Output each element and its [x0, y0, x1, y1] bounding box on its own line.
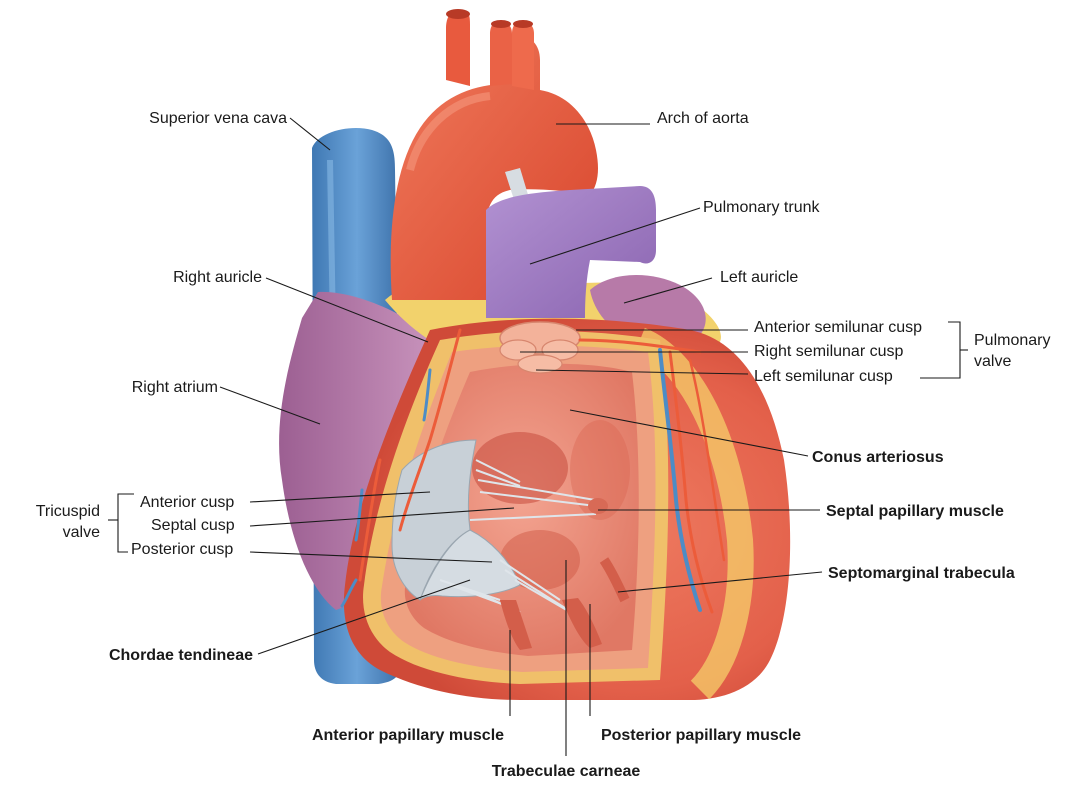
- coronary-vessels: [340, 328, 726, 614]
- pulmonary-valve-cusps: [499, 321, 581, 374]
- label-anterior-papillary-muscle: Anterior papillary muscle: [312, 727, 504, 744]
- arch-of-aorta: [390, 9, 598, 300]
- right-atrium: [279, 291, 430, 610]
- label-right-atrium: Right atrium: [132, 379, 218, 396]
- label-arch-of-aorta: Arch of aorta: [657, 110, 749, 127]
- label-left-semilunar-cusp: Left semilunar cusp: [754, 368, 893, 385]
- label-pulmonary-valve-line2: valve: [974, 353, 1011, 370]
- label-posterior-papillary-muscle: Posterior papillary muscle: [601, 727, 801, 744]
- pulmonary-valve-bracket: [920, 321, 968, 379]
- label-superior-vena-cava: Superior vena cava: [149, 110, 287, 127]
- label-trabeculae-carneae: Trabeculae carneae: [492, 763, 641, 780]
- chordae-tendineae-strands: [439, 459, 597, 613]
- label-right-semilunar-cusp: Right semilunar cusp: [754, 343, 904, 360]
- label-right-auricle: Right auricle: [173, 269, 262, 286]
- label-septomarginal-trabecula: Septomarginal trabecula: [828, 565, 1015, 582]
- leader-lines: [219, 117, 823, 756]
- label-chordae-tendineae: Chordae tendineae: [109, 647, 253, 664]
- label-tricuspid-valve-line2: valve: [63, 524, 100, 541]
- label-anterior-cusp: Anterior cusp: [140, 494, 234, 511]
- label-left-auricle: Left auricle: [720, 269, 798, 286]
- pulmonary-trunk: [486, 186, 656, 318]
- label-anterior-semilunar-cusp: Anterior semilunar cusp: [754, 319, 922, 336]
- label-pulmonary-trunk: Pulmonary trunk: [703, 199, 820, 216]
- label-septal-papillary-muscle: Septal papillary muscle: [826, 503, 1004, 520]
- labels: Superior vena cava Arch of aorta Pulmona…: [36, 110, 1051, 780]
- label-pulmonary-valve-line1: Pulmonary: [974, 332, 1050, 349]
- label-tricuspid-valve-line1: Tricuspid: [36, 503, 100, 520]
- tricuspid-valve-bracket: [108, 493, 134, 553]
- label-septal-cusp: Septal cusp: [151, 517, 235, 534]
- label-conus-arteriosus: Conus arteriosus: [812, 449, 944, 466]
- label-posterior-cusp: Posterior cusp: [131, 541, 233, 558]
